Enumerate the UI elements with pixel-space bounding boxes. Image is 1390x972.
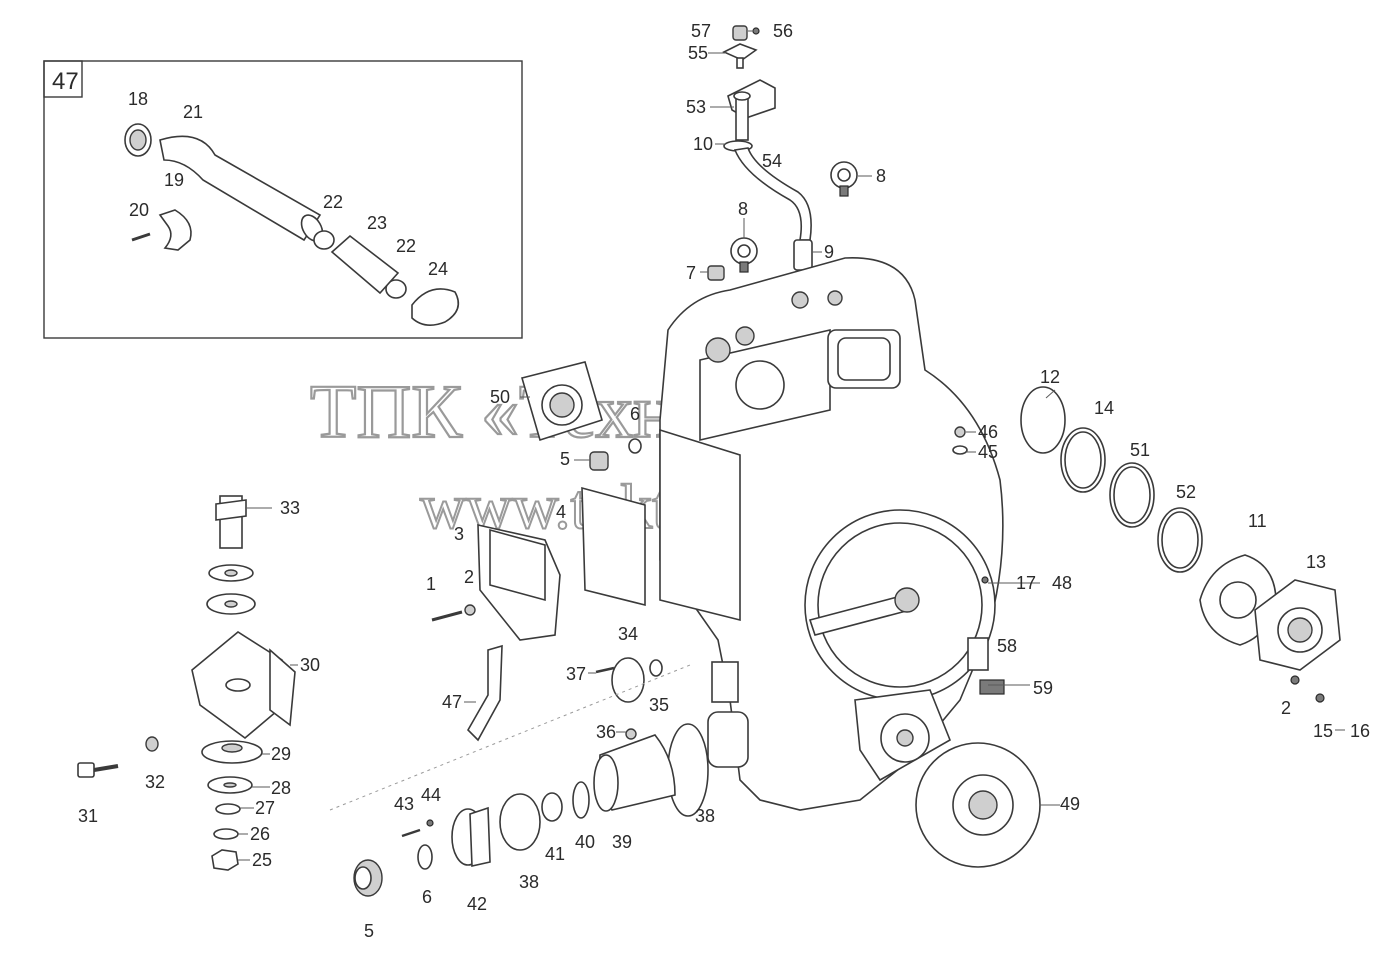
callout-46: 46 bbox=[978, 422, 998, 442]
callout-31: 31 bbox=[78, 806, 98, 826]
callout-51: 51 bbox=[1130, 440, 1150, 460]
callout-56: 56 bbox=[773, 21, 793, 41]
callout-12: 12 bbox=[1040, 367, 1060, 387]
mount-stack bbox=[77, 495, 296, 871]
callout-38-right: 38 bbox=[695, 806, 715, 826]
callout-8-b: 8 bbox=[738, 199, 748, 219]
callout-42: 42 bbox=[467, 894, 487, 914]
right-side-parts bbox=[915, 386, 1341, 868]
callout-27: 27 bbox=[255, 798, 275, 818]
callout-15: 15 bbox=[1313, 721, 1333, 741]
callout-50: 50 bbox=[490, 387, 510, 407]
callout-57: 57 bbox=[691, 21, 711, 41]
callout-43: 43 bbox=[394, 794, 414, 814]
callout-2-left: 2 bbox=[464, 567, 474, 587]
callout-7: 7 bbox=[686, 263, 696, 283]
callout-18: 18 bbox=[128, 89, 148, 109]
callout-10: 10 bbox=[693, 134, 713, 154]
callout-21: 21 bbox=[183, 102, 203, 122]
callout-8-a: 8 bbox=[876, 166, 886, 186]
callout-44: 44 bbox=[421, 785, 441, 805]
callout-2-right: 2 bbox=[1281, 698, 1291, 718]
callout-28: 28 bbox=[271, 778, 291, 798]
callout-35: 35 bbox=[649, 695, 669, 715]
callout-23: 23 bbox=[367, 213, 387, 233]
part-hose-clamp bbox=[313, 230, 335, 250]
callout-38-left: 38 bbox=[519, 872, 539, 892]
callout-45: 45 bbox=[978, 442, 998, 462]
callout-4: 4 bbox=[556, 502, 566, 522]
callout-5-top: 5 bbox=[560, 449, 570, 469]
leader-lines bbox=[238, 30, 1345, 861]
part-bracket-clamp bbox=[158, 209, 192, 251]
callout-47: 47 bbox=[442, 692, 462, 712]
callout-29: 29 bbox=[271, 744, 291, 764]
callout-13: 13 bbox=[1306, 552, 1326, 572]
breather-assembly bbox=[707, 25, 858, 281]
transmission-housing bbox=[659, 257, 1005, 811]
callout-39: 39 bbox=[612, 832, 632, 852]
callout-3: 3 bbox=[454, 524, 464, 544]
callout-22-a: 22 bbox=[323, 192, 343, 212]
part-elbow bbox=[411, 288, 460, 326]
callout-14: 14 bbox=[1094, 398, 1114, 418]
callout-24: 24 bbox=[428, 259, 448, 279]
callout-22-b: 22 bbox=[396, 236, 416, 256]
inset-number: 47 bbox=[52, 68, 79, 95]
callout-25: 25 bbox=[252, 850, 272, 870]
callout-36: 36 bbox=[596, 722, 616, 742]
callout-59: 59 bbox=[1033, 678, 1053, 698]
part-collar bbox=[124, 123, 152, 157]
callout-54: 54 bbox=[762, 151, 782, 171]
callout-17: 17 bbox=[1016, 573, 1036, 593]
callout-30: 30 bbox=[300, 655, 320, 675]
callout-41: 41 bbox=[545, 844, 565, 864]
callout-20: 20 bbox=[129, 200, 149, 220]
callout-19: 19 bbox=[164, 170, 184, 190]
callout-11: 11 bbox=[1248, 511, 1267, 531]
callout-58: 58 bbox=[997, 636, 1017, 656]
inset-panel: 47 bbox=[43, 60, 523, 339]
callout-9: 9 bbox=[824, 242, 834, 262]
callout-34: 34 bbox=[618, 624, 638, 644]
callout-49: 49 bbox=[1060, 794, 1080, 814]
callout-55: 55 bbox=[688, 43, 708, 63]
callout-48: 48 bbox=[1052, 573, 1072, 593]
callout-6-bottom: 6 bbox=[422, 887, 432, 907]
callout-6-top: 6 bbox=[630, 404, 640, 424]
callout-37: 37 bbox=[566, 664, 586, 684]
part-gasket-12 bbox=[1020, 386, 1066, 454]
callout-labels: 18 21 19 20 22 23 22 24 57 56 55 53 10 5… bbox=[78, 21, 1370, 941]
callout-33: 33 bbox=[280, 498, 300, 518]
callout-32: 32 bbox=[145, 772, 165, 792]
left-side-parts bbox=[329, 361, 709, 897]
callout-52: 52 bbox=[1176, 482, 1196, 502]
callout-26: 26 bbox=[250, 824, 270, 844]
callout-40: 40 bbox=[575, 832, 595, 852]
callout-1: 1 bbox=[426, 574, 436, 594]
callout-16: 16 bbox=[1350, 721, 1370, 741]
part-sleeve bbox=[330, 234, 400, 295]
callout-53: 53 bbox=[686, 97, 706, 117]
callout-5-bottom: 5 bbox=[364, 921, 374, 941]
